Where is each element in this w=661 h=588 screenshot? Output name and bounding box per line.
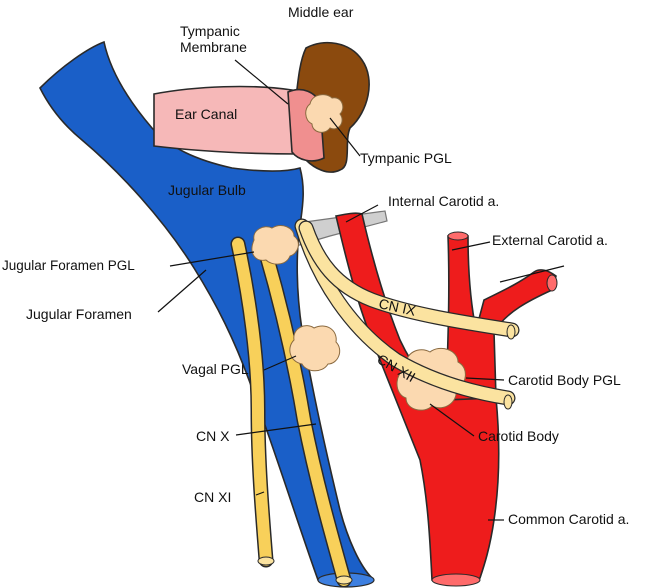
label-tympanic-membrane-line2: Membrane — [180, 39, 247, 55]
label-jugular-foramen: Jugular Foramen — [26, 306, 132, 322]
cn-xii-cut-end — [503, 394, 513, 410]
label-common-carotid: Common Carotid a. — [508, 511, 629, 527]
label-ear-canal: Ear Canal — [175, 106, 237, 122]
label-jugular-bulb: Jugular Bulb — [168, 182, 246, 198]
label-carotid-body-pgl: Carotid Body PGL — [508, 372, 621, 388]
label-external-carotid: External Carotid a. — [492, 232, 608, 248]
label-tympanic-pgl: Tympanic PGL — [360, 150, 452, 166]
jugular-foramen-pgl-tumor — [251, 225, 299, 265]
external-carotid-cut-end — [447, 231, 469, 241]
common-carotid-cut-end — [431, 573, 481, 587]
label-internal-carotid: Internal Carotid a. — [388, 193, 499, 209]
label-cn-xi: CN XI — [194, 489, 231, 505]
vagal-pgl-tumor — [289, 325, 341, 372]
label-tympanic-membrane-line1: Tympanic — [180, 23, 240, 39]
label-carotid-body: Carotid Body — [478, 428, 559, 444]
cn-ix-cut-end — [506, 324, 516, 340]
label-jugular-foramen-pgl: Jugular Foramen PGL — [2, 258, 135, 273]
external-carotid-branch-end — [546, 274, 558, 292]
cn-ix-nerve-fill — [299, 221, 519, 337]
cn-xi-nerve-fill — [232, 238, 272, 566]
cn-xi-cut-end — [257, 556, 275, 566]
cn-x-cut-end — [335, 575, 353, 585]
label-cn-x: CN X — [196, 428, 230, 444]
label-middle-ear: Middle ear — [288, 4, 354, 20]
cn-x-nerve-fill — [256, 234, 350, 586]
leader-lines — [157, 59, 565, 521]
label-vagal-pgl: Vagal PGL — [182, 361, 249, 377]
label-cn-ix: CN IX — [377, 295, 417, 319]
